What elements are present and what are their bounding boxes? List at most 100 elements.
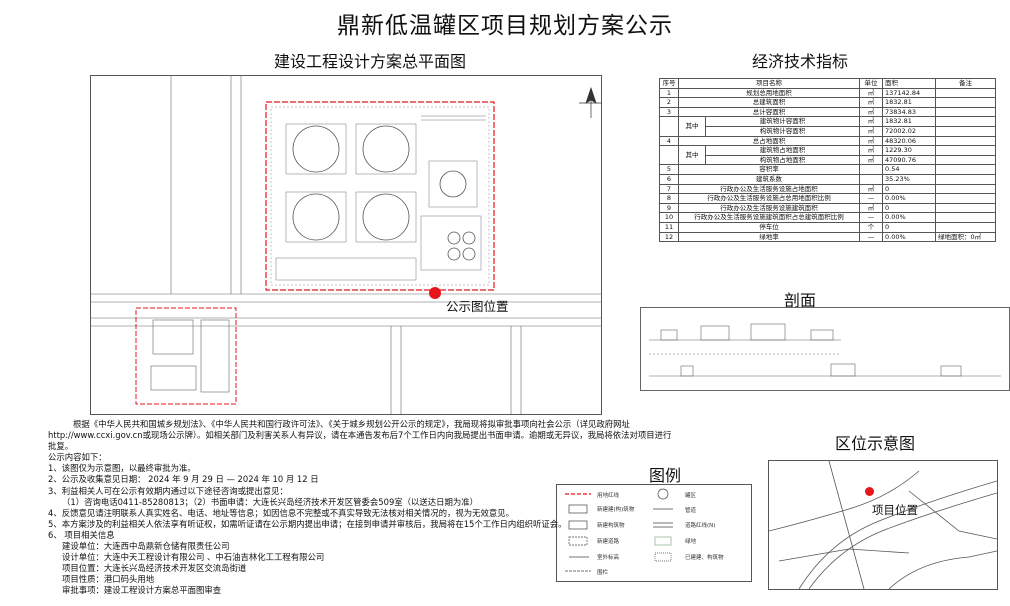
row-name: 总占地面积 — [678, 135, 860, 147]
row-value: 0.00% — [882, 193, 936, 204]
row-sub-label: 其中 — [678, 116, 706, 137]
notice-paragraph: 5、本方案涉及的利益相关人依法享有听证权，如需听证请在公示期内提出申请；在接到申… — [48, 518, 567, 529]
legend-item: 新建道路 — [597, 539, 620, 545]
row-name: 行政办公及生活服务设施建筑面积占总建筑面积比例 — [678, 212, 860, 223]
row-value: 0.54 — [882, 164, 936, 175]
notice-paragraph: 3、利益相关人可在公示有效期内通过以下途径咨询或提出意见： — [48, 485, 288, 496]
row-value: 73834.83 — [882, 106, 936, 118]
row-no: 2 — [659, 97, 679, 108]
row-value: 0.00% — [882, 231, 936, 243]
row-sub-label: 其中 — [678, 145, 706, 166]
row-no — [659, 116, 679, 137]
row-no: 11 — [659, 221, 679, 233]
project-info-line: 审批事项：建设工程设计方案总平面图审查 — [62, 585, 222, 596]
location-map — [768, 460, 998, 590]
notice-text: 根据《中华人民共和国城乡规划法》、《中华人民共和国行政许可法》、《关于城乡规划公… — [48, 419, 672, 597]
legend-item: 新建建(构)筑物 — [597, 507, 635, 513]
row-remark: 绿地面积：0㎡ — [935, 231, 996, 243]
row-name: 总计容面积 — [678, 106, 860, 118]
row-remark — [935, 154, 996, 166]
notice-paragraph: http://www.ccxi.gov.cn或现场公示牌）。如相关部门及利害关系… — [48, 430, 672, 441]
row-remark — [935, 135, 996, 147]
row-no: 8 — [659, 193, 679, 204]
page-title: 鼎新低温罐区项目规划方案公示 — [337, 13, 673, 39]
row-unit: ㎡ — [859, 154, 883, 166]
legend-title: 图例 — [648, 466, 681, 485]
legend-item: 已建建、构筑物 — [685, 555, 724, 561]
site-plan-title: 建设工程设计方案总平面图 — [273, 52, 466, 71]
row-value: 137142.84 — [882, 87, 936, 99]
row-no: 6 — [659, 173, 679, 185]
row-remark — [935, 87, 996, 99]
row-name: 停车位 — [678, 221, 860, 233]
row-remark — [935, 221, 996, 233]
red-line-boundary — [265, 101, 495, 291]
table-header-row: 序号 项目名称 单位 面积 备注 — [659, 78, 996, 89]
col-unit: 单位 — [859, 78, 883, 89]
row-unit: ㎡ — [859, 97, 883, 108]
row-unit: ㎡ — [859, 183, 883, 195]
row-remark — [935, 97, 996, 108]
row-name: 行政办公及生活服务设施占总用地面积比例 — [678, 193, 860, 204]
row-no: 5 — [659, 164, 679, 175]
row-name: 规划总用地面积 — [678, 87, 860, 99]
row-no: 9 — [659, 202, 679, 214]
row-name: 建筑物占地面积 — [705, 145, 860, 156]
row-remark — [935, 202, 996, 214]
row-unit: — — [859, 231, 883, 243]
legend-panel: 用地红线 罐区 新建建(构)筑物 管道 新建构筑物 道路红线(N) 新建道路 绿… — [556, 484, 752, 582]
col-remark: 备注 — [935, 78, 996, 89]
row-name: 构筑物占地面积 — [705, 154, 860, 166]
row-no — [659, 145, 679, 166]
row-name: 行政办公及生活服务设施建筑面积 — [678, 202, 860, 214]
legend-item: 道路红线(N) — [685, 523, 716, 529]
row-unit: ㎡ — [859, 125, 883, 137]
row-no: 12 — [659, 231, 679, 243]
row-remark — [935, 145, 996, 156]
row-unit: ㎡ — [859, 202, 883, 214]
row-remark — [935, 116, 996, 127]
row-value: 1832.81 — [882, 97, 936, 108]
row-no: 7 — [659, 183, 679, 195]
project-info-line: 设计单位：大连中天工程设计有限公司 、中石油吉林化工工程有限公司 — [62, 552, 325, 563]
notice-location-label: 公示图位置 — [446, 299, 509, 314]
row-unit: ㎡ — [859, 145, 883, 156]
econ-indicators-title: 经济技术指标 — [751, 52, 848, 71]
location-map-title: 区位示意图 — [834, 434, 915, 453]
row-value: 0 — [882, 183, 936, 195]
notice-paragraph: （1）咨询电话0411-85280813；（2）书面申请：大连长兴岛经济技术开发… — [62, 496, 479, 507]
row-value: 35.23% — [882, 173, 936, 185]
site-plan-drawing — [90, 75, 602, 415]
row-name: 建筑系数 — [678, 173, 860, 185]
row-name: 绿地率 — [678, 231, 860, 243]
notice-paragraph: 批复。 — [48, 441, 74, 452]
row-remark — [935, 183, 996, 195]
row-unit: ㎡ — [859, 135, 883, 147]
col-value: 面积 — [882, 78, 936, 89]
project-info-line: 项目位置：大连长兴岛经济技术开发区交流岛街道 — [62, 563, 247, 574]
section-title: 剖面 — [783, 291, 816, 310]
legend-item: 室外标高 — [597, 555, 620, 561]
row-unit — [859, 164, 883, 175]
row-value: 72002.02 — [882, 125, 936, 137]
row-remark — [935, 173, 996, 185]
row-remark — [935, 212, 996, 223]
notice-paragraph: 1、该图仅为示意图，以最终审批为准。 — [48, 463, 196, 474]
legend-item: 新建构筑物 — [597, 523, 625, 529]
notice-paragraph: 2、公示及收集意见日期： 2024 年 9 月 29 日 — 2024 年 10… — [48, 474, 319, 485]
notice-paragraph: 根据《中华人民共和国城乡规划法》、《中华人民共和国行政许可法》、《关于城乡规划公… — [73, 419, 630, 429]
row-unit: 个 — [859, 221, 883, 233]
row-name: 总建筑面积 — [678, 97, 860, 108]
row-unit: — — [859, 193, 883, 204]
